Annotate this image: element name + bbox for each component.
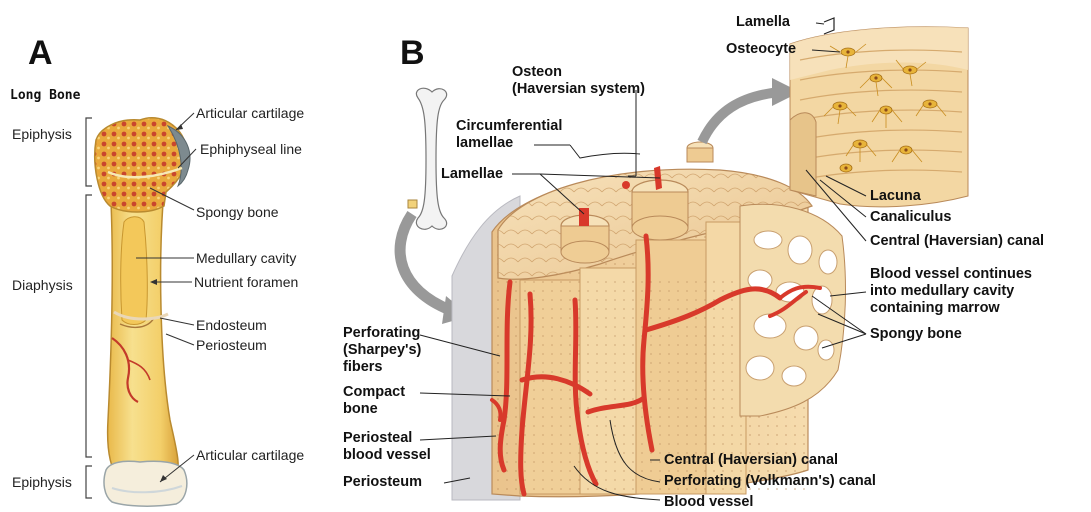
label-periosteum-b: Periosteum bbox=[343, 474, 422, 491]
label-articular-cartilage-top: Articular cartilage bbox=[196, 105, 304, 121]
label-lamellae: Lamellae bbox=[441, 166, 503, 183]
label-lamella: Lamella bbox=[736, 14, 790, 31]
label-nutrient-foramen: Nutrient foramen bbox=[194, 274, 298, 290]
region-diaphysis: Diaphysis bbox=[12, 277, 73, 293]
label-endosteum: Endosteum bbox=[196, 317, 267, 333]
label-medullary-cavity: Medullary cavity bbox=[196, 250, 296, 266]
panel-a-title: Long Bone bbox=[10, 88, 80, 103]
label-compact-bone: Compact bone bbox=[343, 384, 405, 418]
panel-a-letter: A bbox=[28, 34, 53, 73]
label-canaliculus: Canaliculus bbox=[870, 209, 951, 226]
label-periosteum-a: Periosteum bbox=[196, 337, 267, 353]
label-epiphyseal-line: Ephiphyseal line bbox=[200, 141, 302, 157]
label-central-canal-bottom: Central (Haversian) canal bbox=[664, 452, 838, 469]
label-volkmann-canal: Perforating (Volkmann's) canal bbox=[664, 473, 876, 490]
label-central-canal-top: Central (Haversian) canal bbox=[870, 233, 1044, 250]
label-blood-vessel: Blood vessel bbox=[664, 494, 753, 511]
label-spongy-bone-a: Spongy bone bbox=[196, 204, 279, 220]
label-periosteal-blood-vessel: Periosteal blood vessel bbox=[343, 430, 431, 464]
label-circumferential-lamellae: Circumferential lamellae bbox=[456, 118, 562, 152]
label-osteocyte: Osteocyte bbox=[726, 41, 796, 58]
region-epiphysis-top: Epiphysis bbox=[12, 126, 72, 142]
label-osteon: Osteon (Haversian system) bbox=[512, 64, 645, 98]
panel-b-letter: B bbox=[400, 34, 425, 73]
long-bone-illustration bbox=[86, 113, 196, 506]
region-epiphysis-bottom: Epiphysis bbox=[12, 474, 72, 490]
label-blood-vessel-continues: Blood vessel continues into medullary ca… bbox=[870, 266, 1032, 317]
compact-bone-illustration bbox=[400, 18, 968, 500]
label-lacuna: Lacuna bbox=[870, 188, 921, 205]
label-perforating-fibers: Perforating (Sharpey's) fibers bbox=[343, 325, 421, 376]
label-spongy-bone-b: Spongy bone bbox=[870, 326, 962, 343]
label-articular-cartilage-bottom: Articular cartilage bbox=[196, 447, 304, 463]
